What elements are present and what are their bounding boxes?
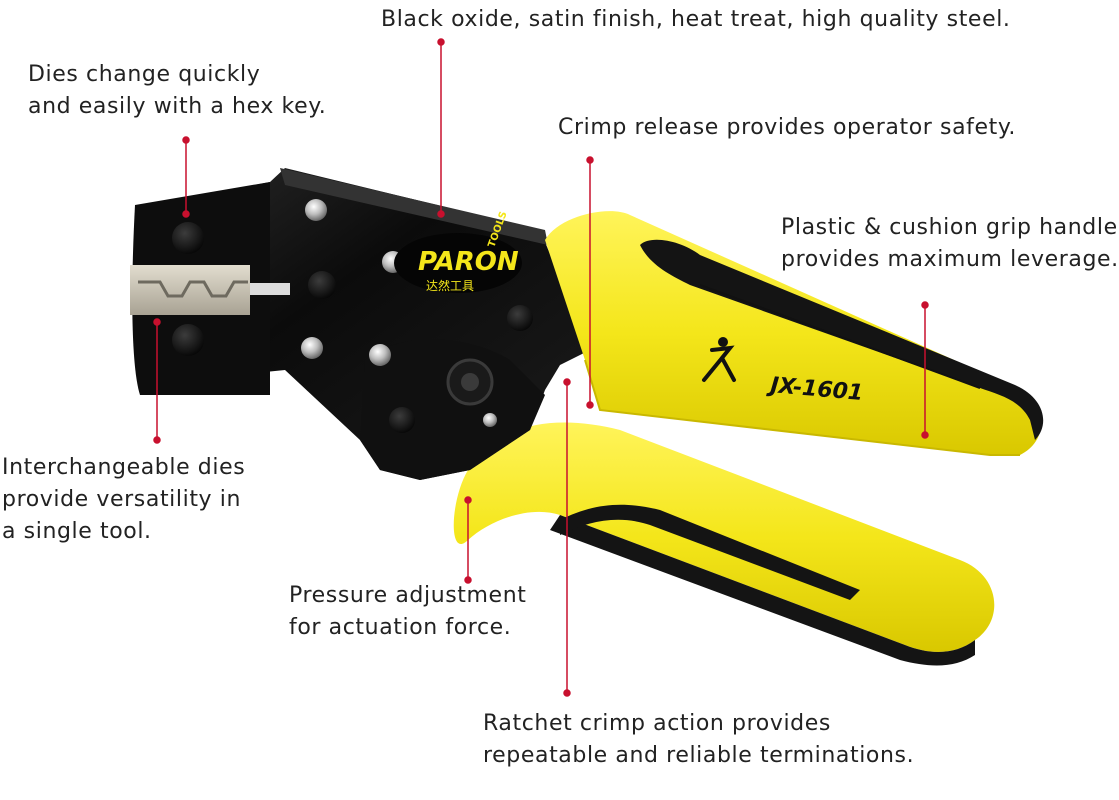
callout-dies-change-line-1: Dies change quickly — [28, 62, 261, 87]
rivets — [172, 199, 533, 433]
callout-crimp-release-line-1: Crimp release provides operator safety. — [558, 115, 1016, 140]
brand-chinese: 达然工具 — [426, 278, 474, 293]
callout-pressure-line-2: for actuation force. — [289, 615, 512, 640]
crimp-die — [130, 265, 290, 315]
upper-handle — [545, 211, 1044, 456]
lower-handle — [453, 422, 995, 666]
callout-pressure: Pressure adjustment for actuation force. — [289, 580, 526, 644]
logo-head-icon — [718, 337, 728, 347]
brand-name: PARON — [418, 247, 519, 277]
callout-steel: Black oxide, satin finish, heat treat, h… — [381, 4, 1011, 36]
callout-ratchet: Ratchet crimp action provides repeatable… — [483, 708, 914, 772]
runner-logo-icon — [702, 345, 736, 382]
callout-ratchet-line-2: repeatable and reliable terminations. — [483, 743, 915, 768]
callout-grip-line-2: provides maximum leverage. — [781, 247, 1119, 272]
callout-ratchet-line-1: Ratchet crimp action provides — [483, 711, 831, 736]
callout-interchangeable-line-1: Interchangeable dies — [2, 455, 246, 480]
callout-leaders — [153, 38, 929, 697]
callout-interchangeable-line-3: a single tool. — [2, 519, 152, 544]
callout-grip: Plastic & cushion grip handle provides m… — [781, 212, 1119, 276]
callout-steel-line-1: Black oxide, satin finish, heat treat, h… — [381, 7, 1011, 32]
callout-pressure-line-1: Pressure adjustment — [289, 583, 527, 608]
callout-crimp-release: Crimp release provides operator safety. — [558, 112, 1016, 144]
callout-dies-change-line-2: and easily with a hex key. — [28, 94, 327, 119]
callout-interchangeable: Interchangeable dies provide versatility… — [2, 452, 245, 548]
callout-interchangeable-line-2: provide versatility in — [2, 487, 242, 512]
callout-grip-line-1: Plastic & cushion grip handle — [781, 215, 1118, 240]
callout-dies-change: Dies change quickly and easily with a he… — [28, 59, 326, 123]
